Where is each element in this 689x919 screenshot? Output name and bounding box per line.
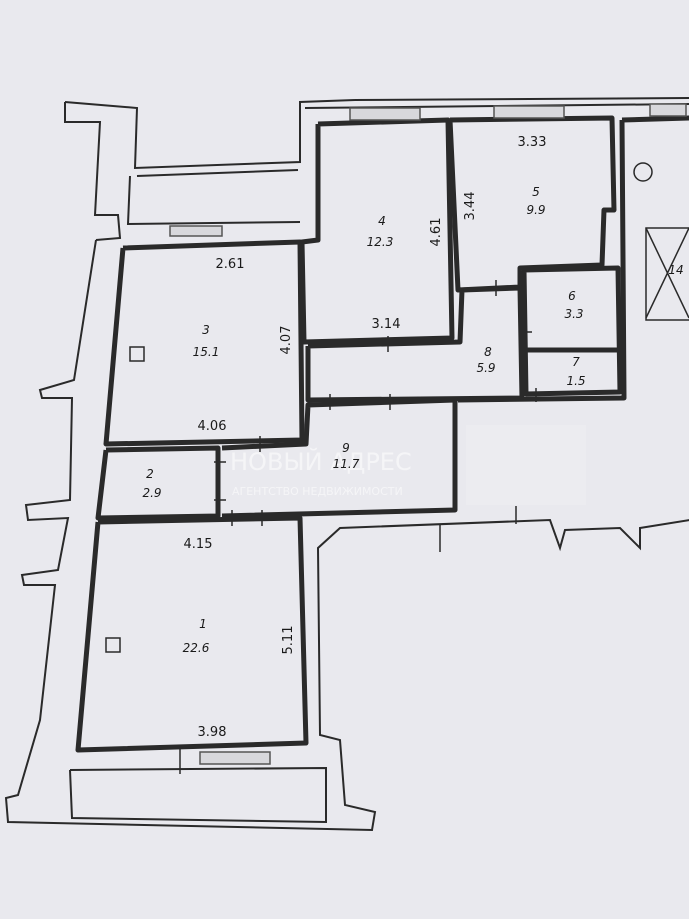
room-4-number: 4 — [378, 214, 386, 228]
dim-room4-right: 4.61 — [429, 218, 444, 247]
room-8-area: 5.9 — [476, 361, 495, 375]
room-9-area: 11.7 — [333, 457, 360, 471]
room-2-area: 2.9 — [142, 486, 161, 500]
neighbor-fragment-label: 14 — [668, 263, 683, 277]
room-1-number: 1 — [199, 617, 207, 631]
room-7-number: 7 — [572, 355, 580, 369]
room-2-number: 2 — [146, 467, 154, 481]
room-1-area: 22.6 — [183, 641, 210, 655]
windows — [169, 103, 687, 765]
room-3-number: 3 — [202, 323, 210, 337]
watermark-brand: НОВЫЙ АДРЕС — [230, 447, 412, 476]
room-7-area: 1.5 — [566, 374, 585, 388]
room-5-area: 9.9 — [526, 203, 545, 217]
dim-room1-top: 4.15 — [184, 537, 213, 552]
room-3-area: 15.1 — [193, 345, 220, 359]
dim-room4-bottom: 3.14 — [372, 317, 401, 332]
watermark-subtitle: АГЕНТСТВО НЕДВИЖИМОСТИ — [232, 485, 403, 498]
dim-room3-top: 2.61 — [216, 257, 245, 272]
vent-icon — [105, 637, 121, 653]
dimension-labels: 4.15 5.11 3.98 2.61 4.07 4.06 4.61 3.14 … — [184, 135, 684, 740]
dim-room1-right: 5.11 — [281, 626, 296, 655]
vent-icon — [129, 346, 145, 362]
room-6-area: 3.3 — [564, 307, 583, 321]
dim-room3-bottom: 4.06 — [198, 419, 227, 434]
room-9-number: 9 — [342, 441, 350, 455]
room-8-number: 8 — [484, 345, 492, 359]
apartment-walls — [75, 115, 689, 753]
door-marks — [179, 280, 537, 774]
room-labels: 1 22.6 2 2.9 3 15.1 4 12.3 5 9.9 6 3.3 7… — [142, 185, 585, 655]
stair-fragment — [633, 162, 689, 321]
dim-room1-bottom: 3.98 — [198, 725, 227, 740]
dim-room3-right: 4.07 — [279, 326, 294, 355]
dim-room5-left: 3.44 — [463, 192, 478, 221]
dim-room5-top: 3.33 — [518, 135, 547, 150]
room-4-area: 12.3 — [367, 235, 394, 249]
room-6-number: 6 — [568, 289, 576, 303]
masked-area — [466, 425, 586, 505]
room-5-number: 5 — [532, 185, 540, 199]
